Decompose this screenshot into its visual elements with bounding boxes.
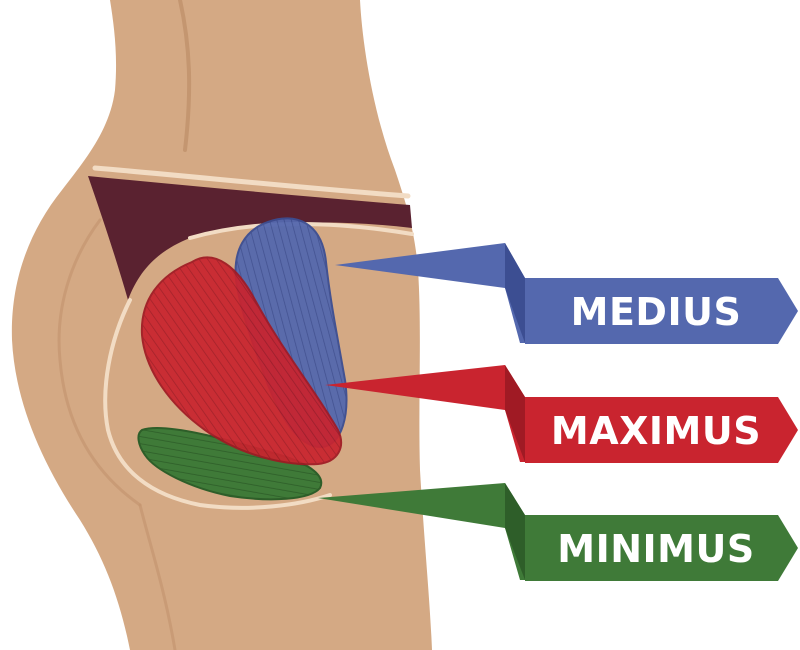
underwear (88, 176, 412, 300)
medius-label: MEDIUS (571, 290, 742, 334)
medius-label-box (525, 278, 798, 344)
gluteal-fold (138, 503, 177, 650)
minimus-label: MINIMUS (557, 527, 754, 571)
maximus-arrow (325, 365, 525, 462)
minimus-arrow-shade (505, 483, 525, 580)
minimus-label-box (525, 515, 798, 581)
minimus-arrow (318, 483, 525, 580)
buttock-outline (103, 298, 332, 510)
gluteus-maximus-muscle (140, 256, 343, 466)
medius-callout: MEDIUS (335, 243, 798, 344)
maximus-callout: MAXIMUS (325, 365, 798, 463)
maximus-arrow-shade (505, 365, 525, 462)
maximus-label-box (525, 397, 798, 463)
minimus-callout: MINIMUS (318, 483, 798, 581)
medius-arrow (335, 243, 525, 343)
spine-line (178, 0, 192, 152)
back-buttock-curve (57, 218, 142, 507)
waist-line (92, 165, 411, 199)
medius-arrow-shade (505, 243, 525, 343)
maximus-label: MAXIMUS (551, 409, 761, 453)
